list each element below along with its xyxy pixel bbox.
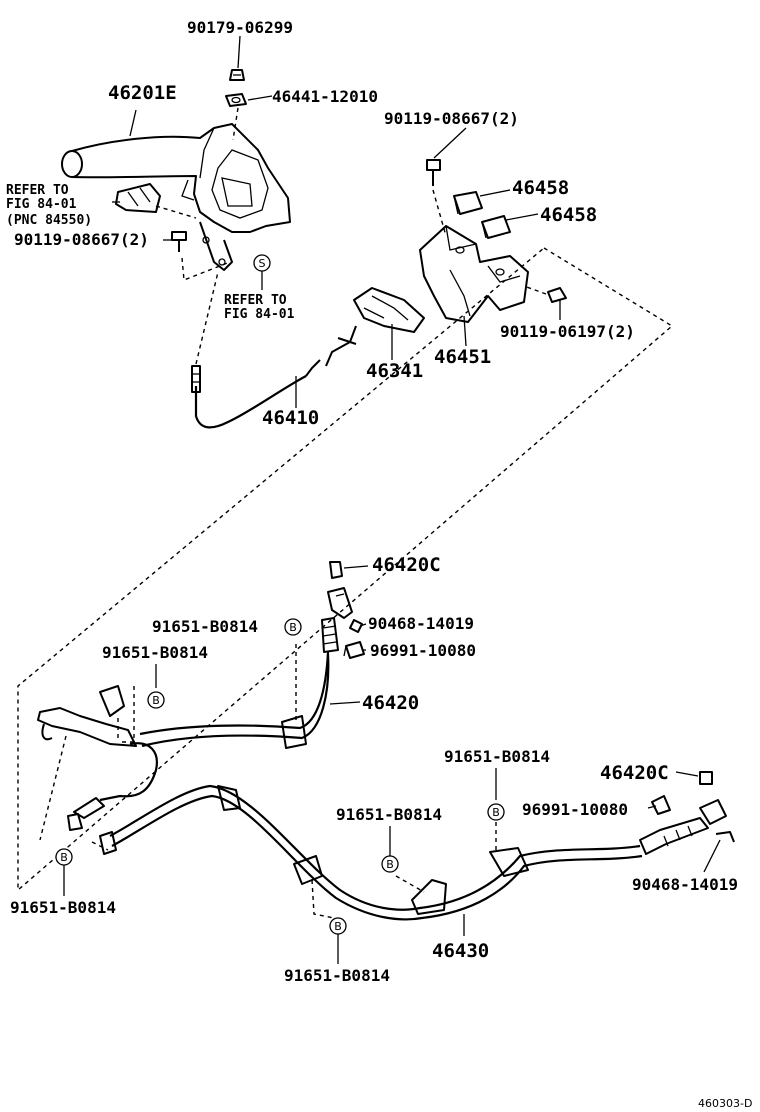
label-refer-to-2: REFER TO	[224, 293, 287, 308]
label-91651-b0814-b: 91651-B0814	[102, 643, 208, 662]
label-46420c-top: 46420C	[372, 554, 441, 576]
label-46420: 46420	[362, 692, 419, 714]
label-pnc-84550: (PNC 84550)	[6, 213, 92, 228]
label-46451: 46451	[434, 346, 491, 368]
rear-cable-46420-part	[37, 587, 353, 831]
svg-text:B: B	[492, 806, 500, 819]
label-91651-b0814-left: 91651-B0814	[10, 898, 116, 917]
cable-end-46420c-right-part	[699, 771, 713, 785]
bracket-46451-part	[419, 225, 529, 323]
nut-46441-12010-part	[225, 93, 247, 107]
label-90119-06197: 90119-06197(2)	[500, 322, 635, 341]
front-cable-46410-part	[191, 325, 357, 429]
label-46430: 46430	[432, 940, 489, 962]
nut-90179-06299-part	[229, 69, 245, 81]
label-90468-14019-top: 90468-14019	[368, 614, 474, 633]
svg-text:S: S	[259, 257, 266, 270]
leader-lines	[63, 35, 721, 964]
bolt-90119-08667-left-part	[171, 231, 187, 252]
svg-text:B: B	[152, 694, 160, 707]
rear-cable-46430-part	[99, 784, 735, 921]
cushion-46458-upper-part	[453, 191, 483, 215]
svg-text:B: B	[334, 920, 342, 933]
label-91651-b0814-c: 91651-B0814	[444, 747, 550, 766]
cable-end-46420c-top-part	[329, 561, 343, 579]
equalizer-46341-part	[353, 287, 425, 333]
clip-90468-14019-top-part	[349, 619, 363, 633]
label-90119-08667-left: 90119-08667(2)	[14, 230, 149, 249]
label-96991-10080-right: 96991-10080	[522, 800, 628, 819]
svg-text:B: B	[289, 621, 297, 634]
label-refer-to-1: REFER TO	[6, 183, 69, 198]
bolt-90119-08667-top-part	[426, 159, 441, 186]
svg-text:B: B	[60, 851, 68, 864]
footer-code: 460303-D	[698, 1097, 752, 1110]
marker-s: S	[253, 254, 271, 272]
marker-b-center: B	[381, 855, 399, 873]
label-91651-b0814-bottom: 91651-B0814	[284, 966, 390, 985]
parking-brake-lever-46201e-part	[61, 123, 291, 271]
label-46458-lower: 46458	[540, 204, 597, 226]
clip-96991-10080-top-part	[343, 641, 365, 659]
label-46420c-right: 46420C	[600, 762, 669, 784]
label-90179-06299: 90179-06299	[187, 18, 293, 37]
label-fig-84-01-1: FIG 84-01	[6, 197, 77, 212]
label-46201e: 46201E	[108, 82, 177, 104]
cushion-46458-lower-part	[481, 215, 511, 239]
bolt-90119-06197-part	[547, 287, 567, 303]
label-96991-10080-top: 96991-10080	[370, 641, 476, 660]
svg-text:B: B	[386, 858, 394, 871]
label-90468-14019-right: 90468-14019	[632, 875, 738, 894]
marker-b-left-upper: B	[147, 691, 165, 709]
assembly-boundary-dashed-line	[17, 247, 674, 892]
label-46458-upper: 46458	[512, 177, 569, 199]
marker-b-left-lower: B	[55, 848, 73, 866]
label-91651-b0814-d: 91651-B0814	[336, 805, 442, 824]
label-fig-84-01-2: FIG 84-01	[224, 307, 295, 322]
label-46341: 46341	[366, 360, 423, 382]
marker-b-right: B	[487, 803, 505, 821]
marker-b-top: B	[284, 618, 302, 636]
label-91651-b0814-a: 91651-B0814	[152, 617, 258, 636]
marker-b-bottom: B	[329, 917, 347, 935]
brake-switch-part	[115, 183, 161, 213]
label-46410: 46410	[262, 407, 319, 429]
clip-96991-10080-right-part	[651, 795, 671, 815]
label-46441-12010: 46441-12010	[272, 87, 378, 106]
label-90119-08667-top: 90119-08667(2)	[384, 109, 519, 128]
